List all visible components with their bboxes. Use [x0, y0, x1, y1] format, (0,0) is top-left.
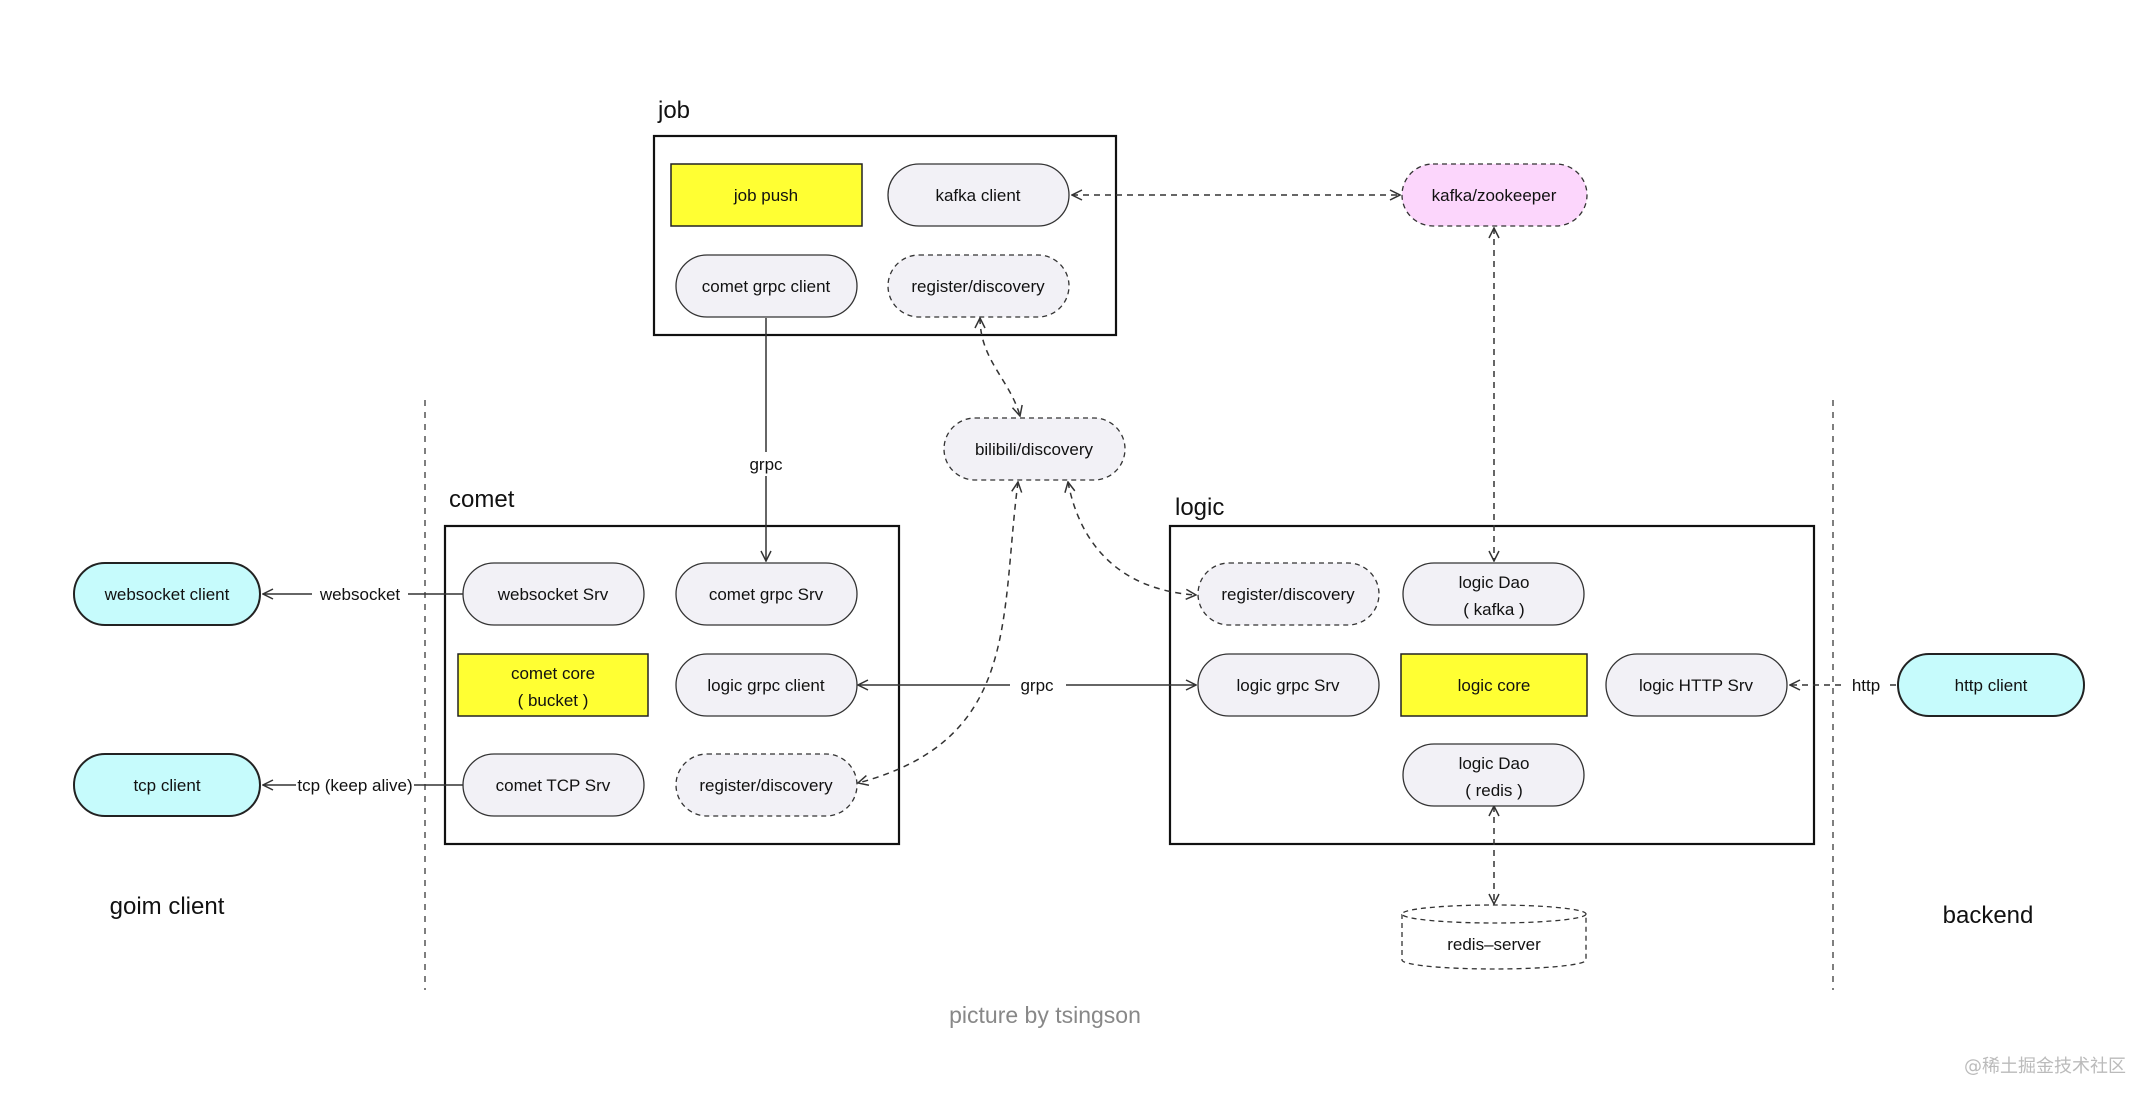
tcp-client-label: tcp client	[133, 776, 200, 795]
region-label-client: goim client	[110, 893, 225, 920]
logic-grpc-client-node: logic grpc client	[675, 653, 858, 717]
edge-label-http: http	[1852, 676, 1880, 695]
edge-logic-discovery	[1068, 482, 1196, 595]
tcp-client-node: tcp client	[73, 753, 261, 817]
kafka-zookeeper-label: kafka/zookeeper	[1432, 186, 1557, 205]
comet-register-discovery-node: register/discovery	[675, 753, 858, 817]
bilibili-discovery-label: bilibili/discovery	[975, 440, 1094, 459]
edge-label-tcp: tcp (keep alive)	[297, 776, 412, 795]
comet-core-node: comet core ( bucket )	[457, 653, 649, 717]
comet-tcp-srv-node: comet TCP Srv	[462, 753, 645, 817]
comet-register-discovery-label: register/discovery	[699, 776, 833, 795]
watermark: @稀土掘金技术社区	[1964, 1056, 2126, 1077]
job-push-label: job push	[733, 186, 798, 205]
job-register-discovery-label: register/discovery	[911, 277, 1045, 296]
bilibili-discovery-node: bilibili/discovery	[943, 417, 1126, 481]
logic-core-label: logic core	[1458, 676, 1531, 695]
job-group-title: job	[657, 97, 690, 124]
logic-dao-kafka-label-line1: logic Dao	[1459, 573, 1530, 592]
logic-core-node: logic core	[1400, 653, 1588, 717]
logic-dao-redis-node: logic Dao ( redis )	[1402, 743, 1585, 807]
redis-server-node: redis–server	[1401, 904, 1587, 970]
logic-dao-redis-label-line1: logic Dao	[1459, 754, 1530, 773]
kafka-zookeeper-node: kafka/zookeeper	[1401, 163, 1588, 227]
logic-register-discovery-node: register/discovery	[1197, 562, 1380, 626]
comet-grpc-client-node: comet grpc client	[675, 254, 858, 318]
region-label-backend: backend	[1943, 902, 2034, 929]
job-group: job	[652, 97, 1118, 337]
edge-label-grpc-comet-logic: grpc	[1020, 676, 1054, 695]
kafka-client-label: kafka client	[935, 186, 1020, 205]
edge-job-discovery	[980, 318, 1020, 416]
edge-label-grpc-job-comet: grpc	[749, 455, 783, 474]
logic-dao-redis-label-line2: ( redis )	[1465, 781, 1523, 800]
logic-dao-kafka-node: logic Dao ( kafka )	[1402, 562, 1585, 626]
edge-label-websocket: websocket	[319, 585, 401, 604]
websocket-srv-node: websocket Srv	[462, 562, 645, 626]
comet-core-label-line1: comet core	[511, 664, 595, 683]
comet-tcp-srv-label: comet TCP Srv	[496, 776, 611, 795]
job-register-discovery-node: register/discovery	[887, 254, 1070, 318]
comet-grpc-srv-node: comet grpc Srv	[675, 562, 858, 626]
footer-credit: picture by tsingson	[949, 1002, 1141, 1028]
job-push-node: job push	[670, 163, 863, 227]
comet-group-title: comet	[449, 486, 515, 513]
logic-register-discovery-label: register/discovery	[1221, 585, 1355, 604]
websocket-client-label: websocket client	[104, 585, 230, 604]
logic-group-title: logic	[1175, 494, 1224, 521]
edge-comet-discovery	[858, 482, 1018, 783]
redis-server-label: redis–server	[1447, 935, 1541, 954]
logic-grpc-srv-label: logic grpc Srv	[1237, 676, 1340, 695]
websocket-srv-label: websocket Srv	[497, 585, 609, 604]
http-client-label: http client	[1955, 676, 2028, 695]
comet-grpc-client-label: comet grpc client	[702, 277, 831, 296]
logic-grpc-client-label: logic grpc client	[707, 676, 824, 695]
http-client-node: http client	[1897, 653, 2085, 717]
websocket-client-node: websocket client	[73, 562, 261, 626]
kafka-client-node: kafka client	[887, 163, 1070, 227]
comet-grpc-srv-label: comet grpc Srv	[709, 585, 824, 604]
logic-dao-kafka-label-line2: ( kafka )	[1463, 600, 1524, 619]
comet-core-label-line2: ( bucket )	[518, 691, 589, 710]
logic-grpc-srv-node: logic grpc Srv	[1197, 653, 1380, 717]
logic-http-srv-label: logic HTTP Srv	[1639, 676, 1753, 695]
logic-http-srv-node: logic HTTP Srv	[1605, 653, 1788, 717]
